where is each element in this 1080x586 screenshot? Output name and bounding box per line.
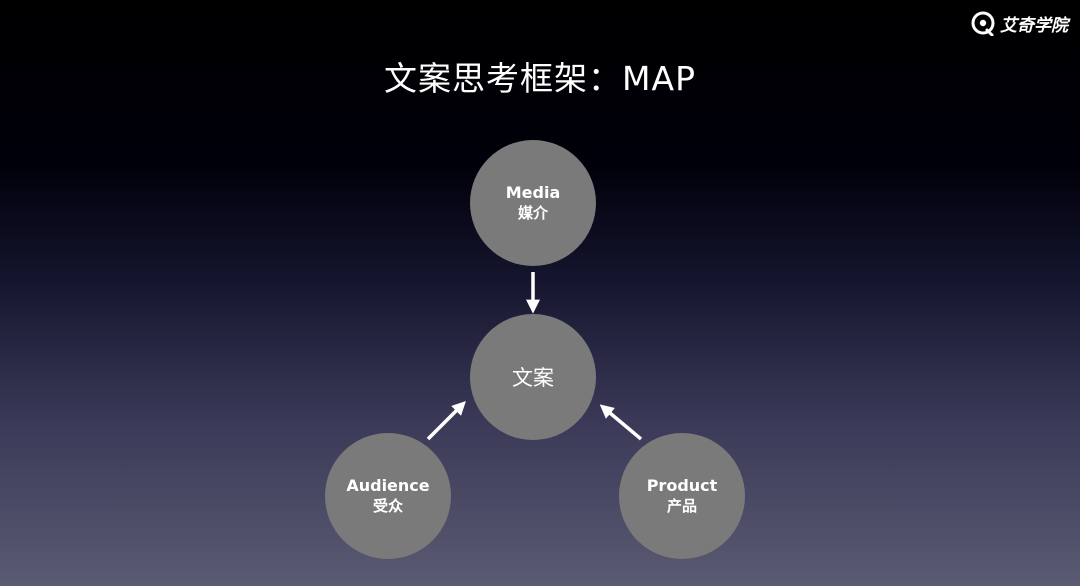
node-media: Media 媒介 [470,140,596,266]
node-media-label-en: Media [505,183,561,202]
node-copy: 文案 [470,314,596,440]
brand-logo-text: 艾奇学院 [1000,15,1068,36]
node-product: Product 产品 [619,433,745,559]
page-title: 文案思考框架：MAP [384,59,696,98]
arrow-product-to-copy [599,404,643,441]
arrow-audience-to-copy [426,401,466,441]
brand-logo: 艾奇学院 [970,10,1068,36]
node-media-label-zh: 媒介 [517,204,548,222]
node-audience: Audience 受众 [325,433,451,559]
node-audience-label-en: Audience [346,476,430,495]
node-audience-label-zh: 受众 [372,497,403,515]
node-product-label-en: Product [646,476,718,495]
brand-logo-icon [971,11,995,36]
node-product-label-zh: 产品 [666,497,697,515]
node-copy-label: 文案 [512,366,554,390]
